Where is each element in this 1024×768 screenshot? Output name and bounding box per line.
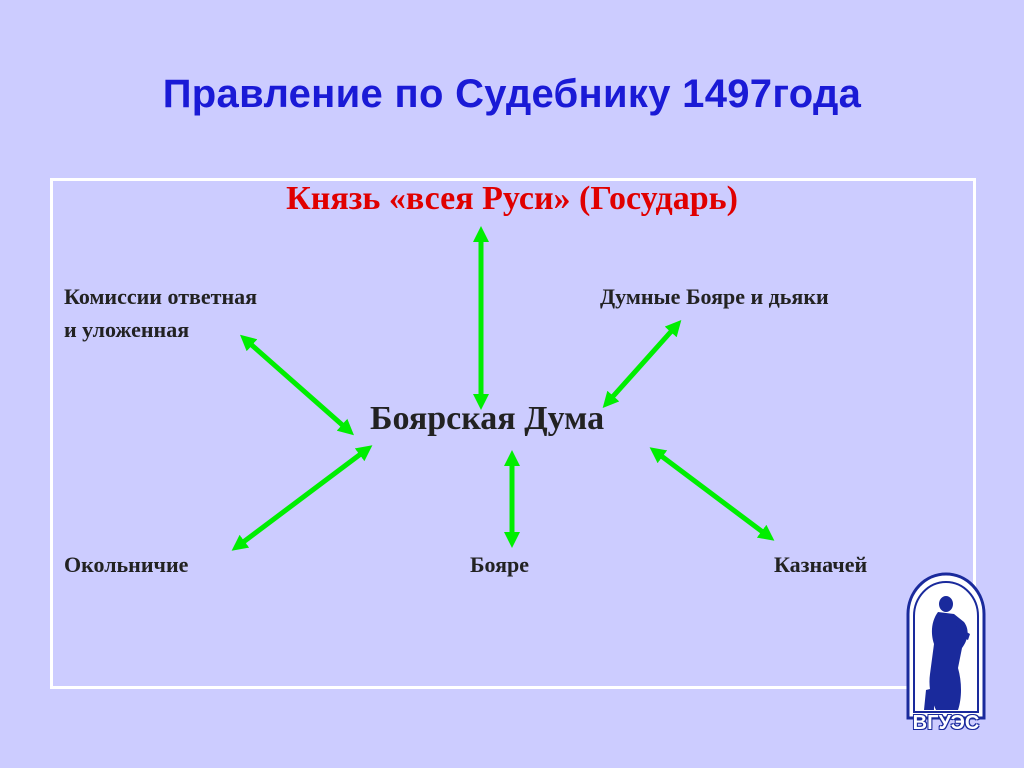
node-boyare: Бояре: [470, 552, 530, 577]
node-okolnichie: Окольничие: [64, 552, 189, 577]
diagram-frame: [50, 178, 976, 689]
node-prince: Князь «всея Руси» (Государь): [286, 180, 738, 217]
arrow-dumnye-duma: [602, 320, 682, 408]
node-dumnye-boyare: Думные Бояре и дьяки: [600, 284, 829, 309]
node-commissions-line2: и уложенная: [64, 317, 190, 342]
arrow-okolnichie-duma: [231, 445, 373, 551]
university-logo: [906, 572, 986, 720]
arrow-commissions-duma: [240, 334, 354, 436]
logo-text: ВГУЭС: [912, 712, 980, 734]
node-commissions-line1: Комиссии ответная: [64, 284, 258, 309]
arrow-kaznachey-duma: [649, 447, 775, 541]
statue-icon: [924, 596, 970, 710]
node-commissions: Комиссии ответная и уложенная: [64, 280, 257, 346]
node-kaznachey: Казначей: [774, 552, 868, 577]
slide-title: Правление по Судебнику 1497года: [162, 72, 862, 116]
